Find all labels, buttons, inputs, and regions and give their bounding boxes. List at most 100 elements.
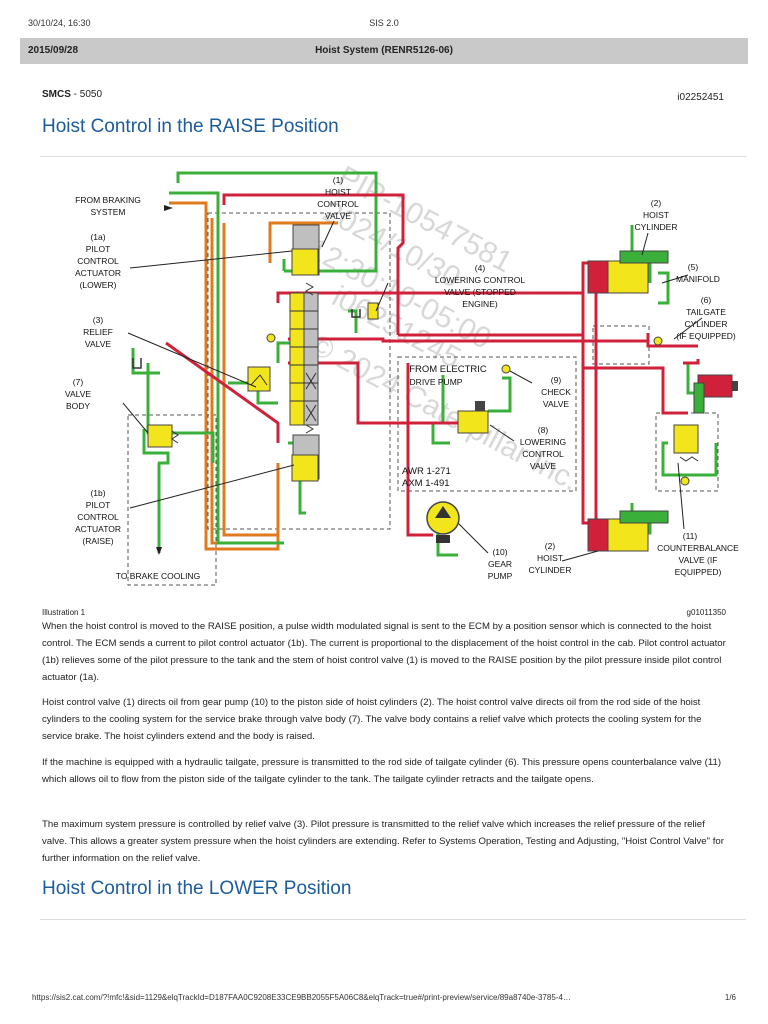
- label-from-electric: FROM ELECTRIC: [409, 364, 487, 375]
- label-2-num-upper: (2): [651, 198, 662, 208]
- tailgate-cylinder: [693, 374, 738, 414]
- print-footer: https://sis2.cat.com/?!mfc!&sid=1129&elq…: [32, 993, 736, 1002]
- label-1-num: (1): [333, 175, 344, 185]
- valve-body-spring: [171, 430, 179, 444]
- hoist-control-valve: [289, 224, 320, 482]
- label-2-hoist-lower: HOIST: [537, 553, 563, 563]
- smcs-code: SMCS - 5050: [42, 89, 102, 100]
- label-11-equipped: EQUIPPED): [675, 567, 722, 577]
- hoist-cylinder-upper: [587, 250, 669, 294]
- document-title-bar: 2015/09/28 Hoist System (RENR5126-06): [20, 38, 748, 64]
- label-4-engine: ENGINE): [462, 299, 498, 309]
- label-1b-raise: (RAISE): [82, 536, 113, 546]
- valve-body-enclosure: [127, 414, 217, 586]
- section-divider: [40, 156, 746, 157]
- page-number: 1/6: [724, 993, 736, 1002]
- label-1b-pilot: PILOT: [86, 500, 111, 510]
- label-1-hoist: HOIST: [325, 187, 351, 197]
- tank-icon: [132, 358, 142, 369]
- label-1b-actuator: ACTUATOR: [75, 524, 121, 534]
- paragraph-raise-2: Hoist control valve (1) directs oil from…: [42, 697, 702, 742]
- label-8-num: (8): [538, 425, 549, 435]
- tank-icon-2: [351, 309, 361, 318]
- smcs-label: SMCS: [42, 89, 71, 100]
- label-1-control: CONTROL: [317, 199, 359, 209]
- relief-valve-symbol: [247, 366, 271, 392]
- lowering-control-valve-symbol: [457, 410, 489, 434]
- counterbalance-check-icon: [680, 476, 690, 486]
- label-1a-num: (1a): [90, 232, 105, 242]
- schematic-labels: FROM BRAKING SYSTEM (1a) PILOT CONTROL A…: [65, 175, 739, 581]
- label-10-num: (10): [492, 547, 507, 557]
- label-1a-control: CONTROL: [77, 256, 119, 266]
- label-1b-control: CONTROL: [77, 512, 119, 522]
- label-7-body: BODY: [66, 401, 90, 411]
- document-title: Hoist System (RENR5126-06): [315, 45, 453, 56]
- label-axm: AXM 1-491: [402, 478, 450, 489]
- label-9-check: CHECK: [541, 387, 571, 397]
- check-valve-icon: [266, 333, 276, 343]
- label-8-lowering: LOWERING: [520, 437, 566, 447]
- label-6-num: (6): [701, 295, 712, 305]
- label-5-manifold: MANIFOLD: [676, 274, 720, 284]
- label-6-cylinder: CYLINDER: [685, 319, 728, 329]
- label-4-num: (4): [475, 263, 486, 273]
- label-6-tailgate: TAILGATE: [686, 307, 726, 317]
- arrow-from-braking: [164, 205, 173, 211]
- smcs-value: - 5050: [70, 89, 103, 100]
- label-1b-num: (1b): [90, 488, 105, 498]
- manifold-check-icon: [653, 336, 663, 346]
- check-valve-9-icon: [501, 364, 511, 374]
- label-2-cylinder-lower: CYLINDER: [529, 565, 572, 575]
- label-9-num: (9): [551, 375, 562, 385]
- label-8-control: CONTROL: [522, 449, 564, 459]
- hoist-cylinder-lower: [587, 510, 669, 552]
- document-date: 2015/09/28: [28, 45, 79, 56]
- label-1a-pilot: PILOT: [86, 244, 111, 254]
- label-11-valve: VALVE (IF: [679, 555, 718, 565]
- label-3-valve: VALVE: [85, 339, 111, 349]
- label-11-num: (11): [683, 531, 698, 541]
- gear-pump: [426, 501, 460, 543]
- label-9-valve: VALVE: [543, 399, 569, 409]
- valve-body-relief-symbol: [147, 424, 173, 448]
- lowering-valve-solenoid: [475, 401, 485, 411]
- label-7-valve: VALVE: [65, 389, 91, 399]
- print-app-name: SIS 2.0: [369, 18, 399, 28]
- lowering-valve-stopped-engine: [367, 302, 379, 320]
- label-2-num-lower: (2): [545, 541, 556, 551]
- label-2-hoist-upper: HOIST: [643, 210, 669, 220]
- label-awr: AWR 1-271: [402, 466, 451, 477]
- label-to-brake-cooling: TO BRAKE COOLING: [116, 571, 200, 581]
- label-from-braking: FROM BRAKING: [75, 195, 141, 205]
- label-6-equipped: (IF EQUIPPED): [676, 331, 736, 341]
- print-timestamp: 30/10/24, 16:30: [28, 18, 91, 28]
- paragraph-raise-4: The maximum system pressure is controlle…: [42, 819, 724, 864]
- relief-valve-arrow: [250, 374, 268, 386]
- label-4-lowering: LOWERING CONTROL: [435, 275, 525, 285]
- illustration-caption: Illustration 1: [42, 608, 86, 617]
- label-10-gear: GEAR: [488, 559, 512, 569]
- arrow-to-brake-cooling: [156, 547, 162, 555]
- label-4-valve: VALVE (STOPPED: [444, 287, 516, 297]
- graphic-id: g01011350: [686, 608, 726, 617]
- hydraulic-schematic: PIP-10547581 2024/10/30 12:30:10-05:00 i…: [65, 163, 739, 586]
- counterbalance-spring: [679, 456, 699, 462]
- paragraph-raise-3: If the machine is equipped with a hydrau…: [42, 757, 722, 785]
- label-drive-pump: DRIVE PUMP: [410, 377, 463, 387]
- section-divider-2: [40, 919, 746, 920]
- hoist-valve-enclosure: [207, 212, 391, 530]
- label-3-relief: RELIEF: [83, 327, 113, 337]
- leader-lines: [122, 220, 703, 562]
- document-id: i02252451: [677, 92, 724, 103]
- label-11-counterbalance: COUNTERBALANCE: [657, 543, 739, 553]
- label-7-num: (7): [73, 377, 84, 387]
- label-10-pump: PUMP: [488, 571, 513, 581]
- label-1-valve: VALVE: [325, 211, 351, 221]
- label-3-num: (3): [93, 315, 104, 325]
- section-heading-lower: Hoist Control in the LOWER Position: [42, 878, 352, 899]
- label-braking-system: SYSTEM: [91, 207, 126, 217]
- paragraph-raise-1: When the hoist control is moved to the R…: [42, 621, 726, 683]
- counterbalance-valve-symbol: [673, 424, 699, 454]
- label-1a-lower: (LOWER): [80, 280, 117, 290]
